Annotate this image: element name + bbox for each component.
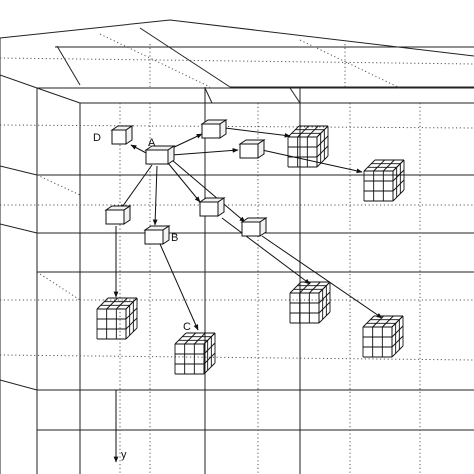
box-mid (198, 197, 226, 217)
box-b (143, 225, 171, 245)
arrow-a-to-lower-right (171, 159, 246, 223)
box-a (144, 145, 176, 165)
arrow-b-to-c (159, 243, 199, 331)
top-face-back-edge (0, 19, 474, 57)
arrow-a-to-left (119, 164, 153, 211)
label-y-axis: y (121, 449, 127, 461)
volume-grid (0, 19, 474, 474)
arrow-a-to-b (152, 165, 158, 226)
cube-lower-mid (289, 281, 331, 324)
arrow-lower-right-to-cube (261, 235, 383, 319)
box-lower-right (240, 217, 268, 237)
box-right (238, 139, 266, 159)
lattice-cubes (96, 125, 405, 375)
label-c: C (183, 321, 191, 333)
box-left (104, 205, 132, 225)
cube-upper-1 (287, 125, 329, 168)
box-top (200, 119, 228, 139)
arrow-right-to-cube (261, 149, 363, 174)
arrow-mid-to-cube (221, 217, 311, 285)
label-d: D (93, 132, 101, 144)
cube-left (96, 297, 138, 340)
arrow-a-to-mid (167, 162, 201, 203)
label-b: B (171, 232, 178, 244)
box-d (110, 125, 134, 145)
cube-lower-right (362, 315, 404, 358)
cube-c (174, 332, 216, 375)
arrows (113, 127, 383, 331)
cube-upper-2 (363, 159, 405, 202)
arrow-top-to-cube (224, 127, 291, 138)
label-a: A (148, 137, 156, 149)
arrow-a-to-right (171, 148, 239, 156)
